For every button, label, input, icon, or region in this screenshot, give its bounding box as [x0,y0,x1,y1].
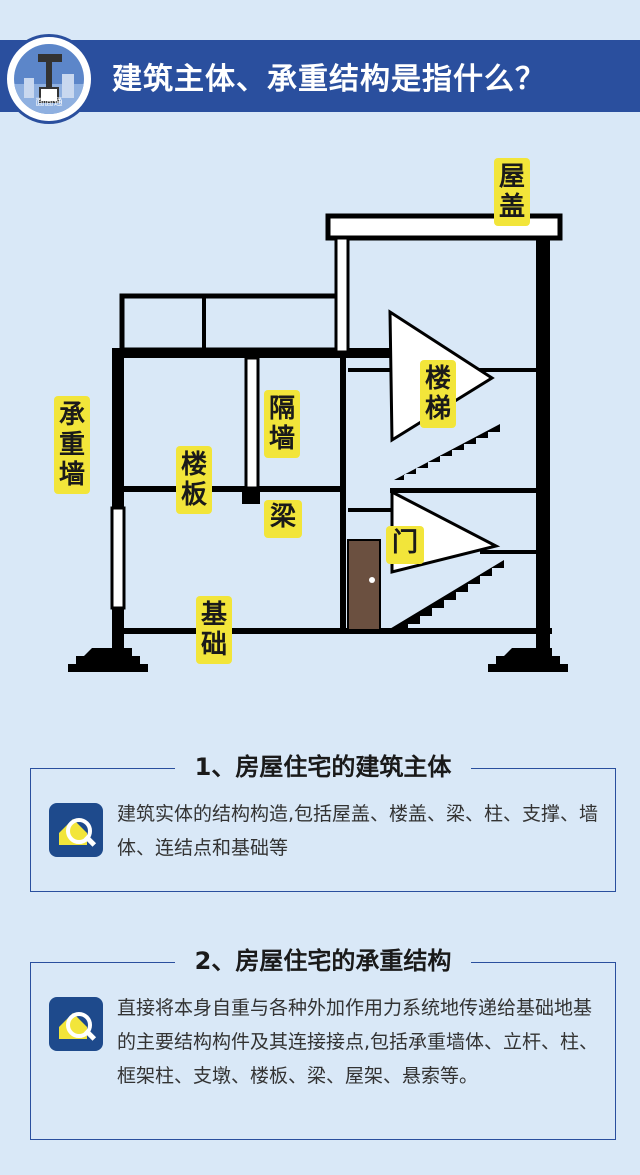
label-foundation: 基础 [196,596,232,664]
label-roof: 屋盖 [494,158,530,226]
section-text: 建筑实体的结构构造,包括屋盖、楼盖、梁、柱、支撑、墙体、连结点和基础等 [117,803,599,859]
door-shape [347,539,381,631]
house-magnifier-icon [49,803,103,857]
label-floor-slab: 楼板 [176,446,212,514]
house-magnifier-icon [49,997,103,1051]
label-door: 门 [386,526,425,564]
header-bar: 建筑主体、承重结构是指什么？ [0,40,640,112]
section-building-body: 1、房屋住宅的建筑主体 建筑实体的结构构造,包括屋盖、楼盖、梁、柱、支撑、墙体、… [30,747,616,892]
logo-text: 面面通 [35,98,63,108]
section-load-bearing: 2、房屋住宅的承重结构 直接将本身自重与各种外加作用力系统地传递给基础地基的主要… [30,941,616,1140]
section-text: 直接将本身自重与各种外加作用力系统地传递给基础地基的主要结构构件及其连接接点,包… [117,997,599,1087]
building-diagram: 屋盖 承重墙 隔墙 楼板 梁 楼梯 门 基础 [0,140,640,700]
section-title: 2、房屋住宅的承重结构 [174,941,472,976]
section-title: 1、房屋住宅的建筑主体 [174,747,472,782]
label-stairs: 楼梯 [420,360,456,428]
label-bearing-wall: 承重墙 [54,396,90,494]
label-partition-wall: 隔墙 [264,390,300,458]
page-title: 建筑主体、承重结构是指什么？ [112,62,546,97]
label-beam: 梁 [264,500,303,538]
logo-badge: 面面通 [14,44,84,114]
logo: 面面通 [4,34,94,124]
building-structure [68,213,568,672]
